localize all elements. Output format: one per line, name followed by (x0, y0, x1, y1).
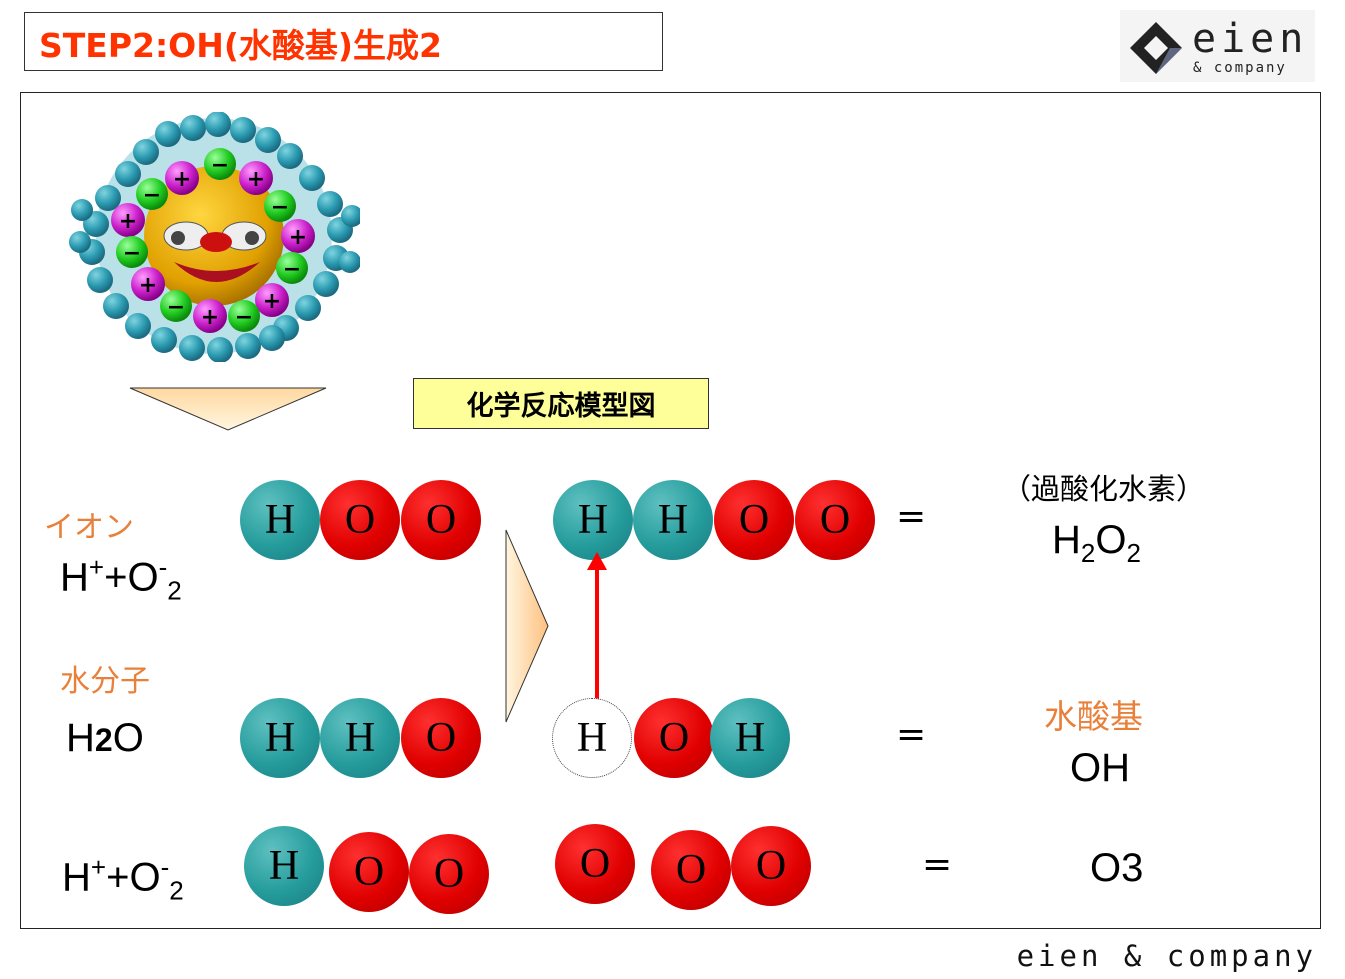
svg-text:−: − (143, 183, 161, 208)
svg-text:−: − (283, 257, 301, 282)
legend-label: 化学反応模型図 (413, 378, 709, 429)
svg-text:−: − (271, 195, 289, 220)
equals-sign: = (922, 844, 953, 885)
logo-word: eien (1192, 16, 1309, 62)
atom-oxygen: O (401, 698, 481, 778)
atom-oxygen: O (409, 834, 489, 914)
title-box: STEP2:OH(水酸基)生成2 (24, 12, 663, 71)
row2-category: 水分子 (60, 664, 150, 699)
page-title: STEP2:OH(水酸基)生成2 (39, 26, 442, 65)
row2-formula: H2O (66, 716, 144, 760)
row1-category: イオン (44, 510, 134, 545)
transfer-arrow-icon (587, 552, 607, 702)
atom-hydrogen: H (553, 480, 633, 560)
result2-formula: OH (1070, 746, 1130, 790)
result2-name: 水酸基 (1044, 697, 1143, 736)
svg-text:−: − (123, 241, 141, 266)
ion-cluster-illustration: + + + + + + + − − − − − − − (69, 112, 360, 362)
atom-oxygen: O (401, 480, 481, 560)
atom-oxygen: O (329, 832, 409, 912)
result1-name: （過酸化水素） (1002, 472, 1206, 506)
right-arrow-icon (505, 529, 549, 723)
atom-hydrogen: H (633, 480, 713, 560)
svg-text:+: + (173, 167, 191, 192)
down-arrow-icon (129, 387, 327, 431)
result3-formula: O3 (1090, 846, 1144, 890)
result1-formula: H2O2 (1052, 518, 1141, 568)
equals-sign: = (896, 496, 927, 537)
svg-text:+: + (139, 273, 157, 298)
svg-text:+: + (201, 305, 219, 330)
atom-hydrogen: H (710, 698, 790, 778)
atom-oxygen: O (795, 480, 875, 560)
svg-text:+: + (263, 289, 281, 314)
footer-brand: eien & company (1016, 939, 1317, 973)
atom-oxygen: O (320, 480, 400, 560)
logo: eien & company (1120, 10, 1315, 82)
logo-diamond-icon (1130, 22, 1182, 74)
atom-oxygen: O (714, 480, 794, 560)
atom-oxygen: O (634, 698, 714, 778)
atom-hydrogen: H (240, 480, 320, 560)
atom-oxygen: O (651, 830, 731, 910)
svg-text:+: + (247, 167, 265, 192)
atom-oxygen: O (555, 824, 635, 904)
atom-hydrogen-transferred: H (552, 698, 632, 778)
atom-oxygen: O (731, 826, 811, 906)
diagram-panel (20, 92, 1321, 929)
row3-formula: H++O-2 (62, 852, 184, 906)
atom-hydrogen: H (320, 698, 400, 778)
svg-text:−: − (235, 305, 253, 330)
svg-text:+: + (289, 225, 307, 250)
row1-formula: H++O-2 (60, 552, 182, 606)
equals-sign: = (896, 714, 927, 755)
svg-text:−: − (167, 295, 185, 320)
atom-hydrogen: H (244, 826, 324, 906)
atom-hydrogen: H (240, 698, 320, 778)
logo-sub: & company (1193, 60, 1287, 76)
svg-text:−: − (211, 153, 229, 178)
svg-text:+: + (119, 209, 137, 234)
